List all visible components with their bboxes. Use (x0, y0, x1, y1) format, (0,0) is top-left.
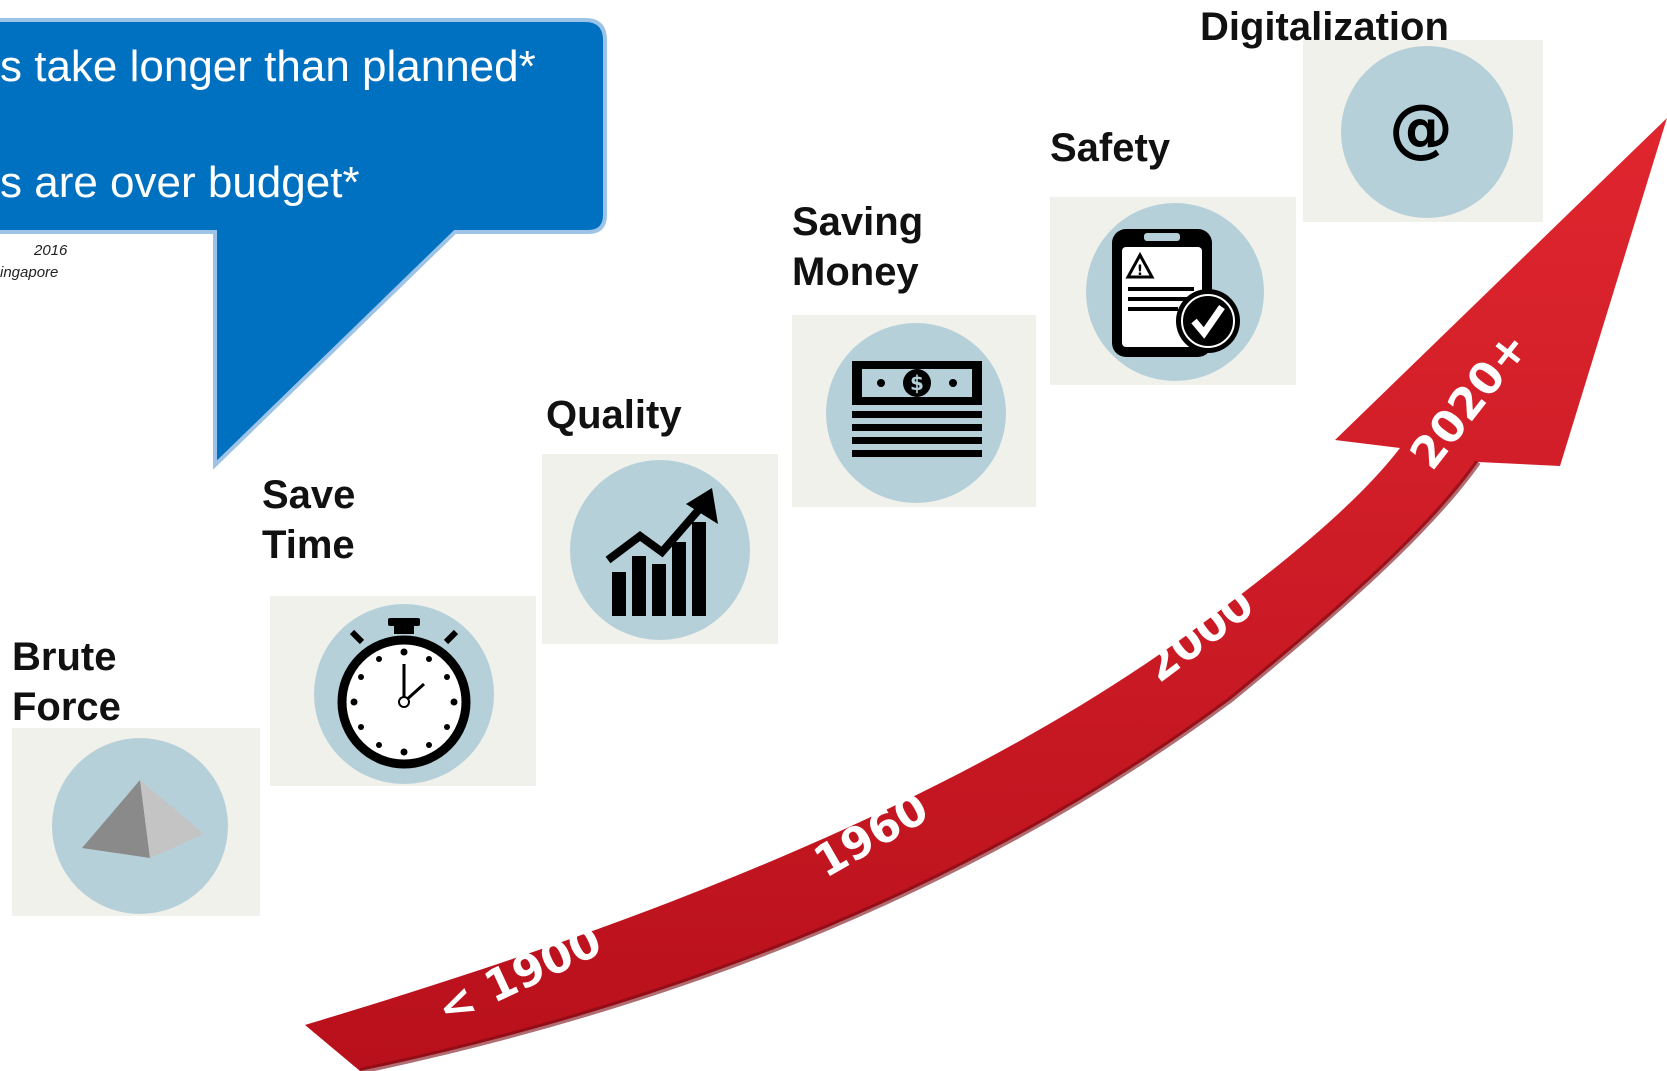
stage-tile-saving-money: $ (792, 315, 1036, 507)
stopwatch-icon (337, 618, 471, 769)
footnote-year: 2016 (34, 242, 68, 259)
stage-tile-brute-force (12, 728, 260, 916)
stage-label-line: Brute (12, 635, 117, 679)
stage-label-save-time: Save Time (262, 470, 355, 570)
stage-label-line: Saving (792, 200, 924, 244)
stage-label-line: Time (262, 523, 355, 567)
at-sign-icon: @ (1389, 92, 1453, 166)
stage-label-line: Save (262, 473, 356, 517)
svg-text:$: $ (910, 371, 924, 395)
stage-label-line: Safety (1050, 126, 1171, 170)
safety-checklist-icon: ! (1112, 229, 1240, 357)
stage-label-safety: Safety (1050, 123, 1170, 173)
callout-line-budget: s are over budget* (0, 158, 360, 207)
stage-label-line: Quality (546, 393, 682, 437)
footnote-source: ingapore (0, 264, 59, 281)
pyramid-icon (82, 780, 204, 858)
stage-tile-digitalization: @ (1303, 40, 1543, 222)
stage-tile-quality (542, 454, 778, 644)
callout-bubble (0, 18, 607, 470)
stage-label-line: Force (12, 685, 121, 729)
stage-label-quality: Quality (546, 390, 682, 440)
stage-label-line: Money (792, 250, 919, 294)
stage-tile-safety: ! (1050, 197, 1296, 385)
callout-line-schedule: s take longer than planned* (0, 42, 536, 91)
cash-stack-icon: $ (852, 361, 982, 457)
stage-label-brute-force: Brute Force (12, 632, 121, 732)
stage-tile-save-time (270, 596, 536, 786)
growth-chart-icon (605, 488, 718, 616)
svg-text:!: ! (1137, 263, 1143, 279)
stage-label-saving-money: Saving Money (792, 197, 923, 297)
